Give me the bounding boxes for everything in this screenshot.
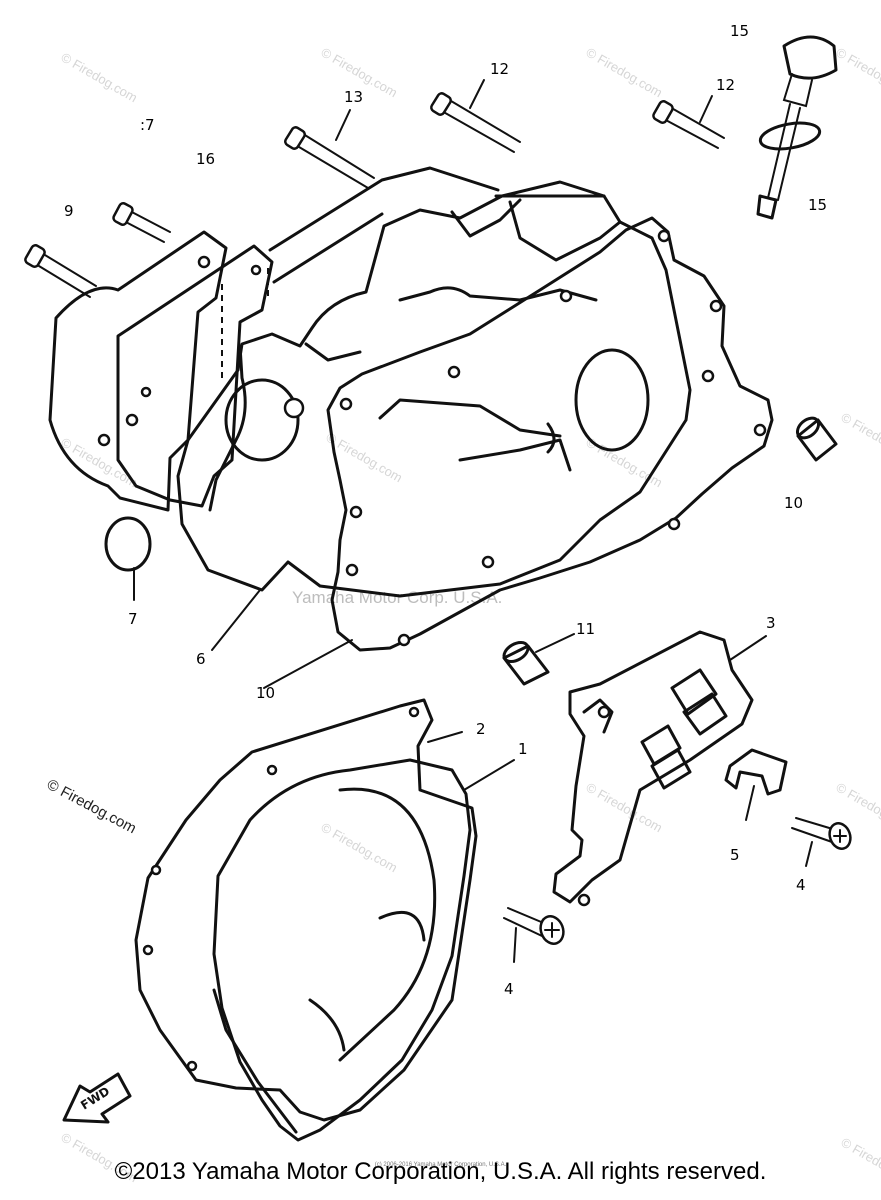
watermark-tile: © Firedog.com	[584, 780, 666, 836]
copyright-footer: ©2013 Yamaha Motor Corporation, U.S.A. A…	[114, 1158, 767, 1185]
dowel-pin-10-left	[502, 641, 550, 686]
callout-labels: 15 12 12 13 :7 16 15 9 10 7 3 11 6 10 2 …	[64, 22, 827, 998]
callout-14: 15	[808, 196, 827, 214]
plug-7	[104, 516, 152, 572]
callout-4-right: 4	[796, 876, 806, 894]
callout-12-right: 12	[490, 60, 509, 78]
bolt-8-upper	[112, 202, 171, 243]
oil-dipstick-13	[756, 35, 838, 220]
bracket-5	[724, 748, 788, 796]
callout-7: 7	[128, 610, 138, 628]
callout-3: 3	[766, 614, 776, 632]
callout-8: 9	[64, 202, 74, 220]
callout-4-left: 4	[504, 980, 514, 998]
cover-small-15	[48, 230, 228, 512]
callout-10-left: 11	[576, 620, 595, 638]
callout-10-right: 10	[784, 494, 803, 512]
watermark-tile: © Firedog.com	[834, 45, 881, 101]
tiny-copyright: (c) 2006-2016 Yamaha Motor Corporation, …	[374, 1162, 507, 1168]
crankcase-cover-6	[176, 166, 692, 598]
callout-5: 5	[730, 846, 740, 864]
screw-4-right	[791, 817, 852, 850]
bolt-8-lower	[24, 244, 97, 298]
callout-12-left: 13	[344, 88, 363, 106]
gasket-9	[326, 216, 774, 652]
screw-4-left	[503, 907, 565, 945]
crankcase-cover-1	[212, 758, 472, 1142]
watermark-tile: © Firedog.com	[584, 45, 666, 101]
callout-1: 1	[518, 740, 528, 758]
watermark-tile: © Firedog.com	[59, 50, 141, 106]
o-ring-14	[758, 121, 822, 151]
dowel-pin-10-right	[795, 416, 838, 462]
bolt-12-right	[430, 92, 521, 153]
leader-lines	[133, 79, 813, 963]
bolt-12-left	[284, 126, 375, 189]
callout-11: 12	[716, 76, 735, 94]
watermark-tiles: © Firedog.com © Firedog.com © Firedog.co…	[59, 45, 881, 1191]
watermark-center: Yamaha Motor Corp. U.S.A.	[292, 588, 502, 607]
gasket-16	[116, 244, 274, 508]
cover-plate-3	[552, 630, 754, 907]
watermark-tile: © Firedog.com	[839, 410, 881, 466]
callout-7-top: :7	[140, 116, 155, 134]
callout-9: 10	[256, 684, 275, 702]
callout-2: 2	[476, 720, 486, 738]
callout-13: 15	[730, 22, 749, 40]
callout-15: 16	[196, 150, 215, 168]
bolt-11	[652, 100, 725, 149]
callout-6: 6	[196, 650, 206, 668]
fwd-arrow-icon: FWD	[62, 1072, 132, 1124]
watermark-tile: © Firedog.com	[319, 820, 401, 876]
